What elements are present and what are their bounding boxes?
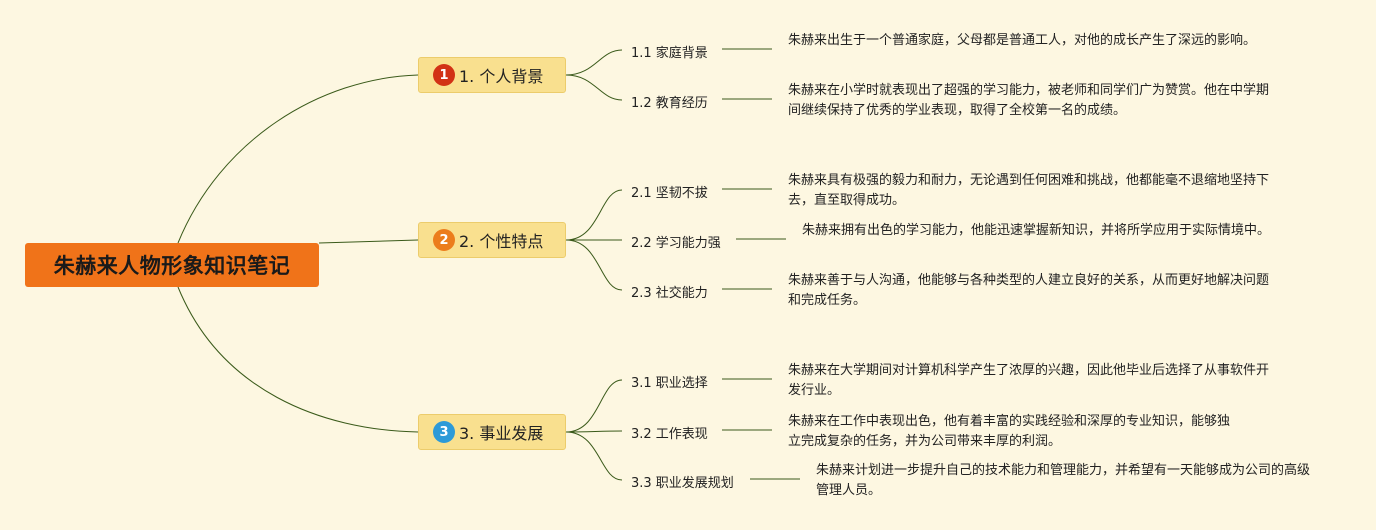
subtopic-work-performance[interactable]: 3.2 工作表现: [631, 427, 708, 442]
link-b1-s1: [565, 49, 623, 76]
subtopic-perseverance[interactable]: 2.1 坚韧不拔: [631, 186, 708, 201]
link-b3-s1: [565, 379, 623, 433]
detail-family-background[interactable]: 朱赫来出生于一个普通家庭，父母都是普通工人，对他的成长产生了深远的影响。: [788, 33, 1257, 48]
link-root-branch-2: [318, 239, 419, 244]
number-3-icon: 3: [433, 421, 455, 443]
detail-social-skills[interactable]: 朱赫来善于与人沟通，他能够与各种类型的人建立良好的关系，从而更好地解决问题和完成…: [788, 273, 1270, 308]
subtopic-family-background[interactable]: 1.1 家庭背景: [631, 46, 708, 61]
detail-career-choice[interactable]: 朱赫来在大学期间对计算机科学产生了浓厚的兴趣，因此他毕业后选择了从事软件开发行业…: [788, 363, 1270, 398]
subtopic-social-skills[interactable]: 2.3 社交能力: [631, 286, 708, 301]
link-b2-s3: [565, 239, 623, 291]
detail-career-plan[interactable]: 朱赫来计划进一步提升自己的技术能力和管理能力，并希望有一天能够成为公司的高级管理…: [816, 463, 1311, 498]
branch-personality[interactable]: 2 2. 个性特点: [418, 222, 566, 258]
subtopic-education[interactable]: 1.2 教育经历: [631, 96, 708, 111]
detail-work-performance[interactable]: 朱赫来在工作中表现出色，他有着丰富的实践经验和深厚的专业知识，能够独立完成复杂的…: [788, 414, 1231, 449]
link-b3-s3: [565, 431, 623, 481]
link-root-branch-1: [177, 74, 419, 244]
number-2-icon: 2: [433, 229, 455, 251]
subtopic-career-plan[interactable]: 3.3 职业发展规划: [631, 476, 734, 491]
link-b1-s2: [565, 74, 623, 101]
root-topic[interactable]: 朱赫来人物形象知识笔记: [25, 243, 319, 287]
detail-learning-ability[interactable]: 朱赫来拥有出色的学习能力，他能迅速掌握新知识，并将所学应用于实际情境中。: [802, 223, 1271, 238]
link-root-branch-3: [177, 286, 419, 433]
branch-career[interactable]: 3 3. 事业发展: [418, 414, 566, 450]
detail-education[interactable]: 朱赫来在小学时就表现出了超强的学习能力，被老师和同学们广为赞赏。他在中学期间继续…: [788, 83, 1270, 118]
subtopic-career-choice[interactable]: 3.1 职业选择: [631, 376, 708, 391]
subtopic-learning-ability[interactable]: 2.2 学习能力强: [631, 236, 721, 251]
branch-label: 2. 个性特点: [459, 232, 544, 251]
branch-personal-background[interactable]: 1 1. 个人背景: [418, 57, 566, 93]
branch-label: 1. 个人背景: [459, 67, 544, 86]
link-b2-s1: [565, 189, 623, 241]
detail-perseverance[interactable]: 朱赫来具有极强的毅力和耐力，无论遇到任何困难和挑战，他都能毫不退缩地坚持下去，直…: [788, 173, 1270, 208]
link-b3-s2: [565, 430, 623, 433]
number-1-icon: 1: [433, 64, 455, 86]
branch-label: 3. 事业发展: [459, 424, 544, 443]
